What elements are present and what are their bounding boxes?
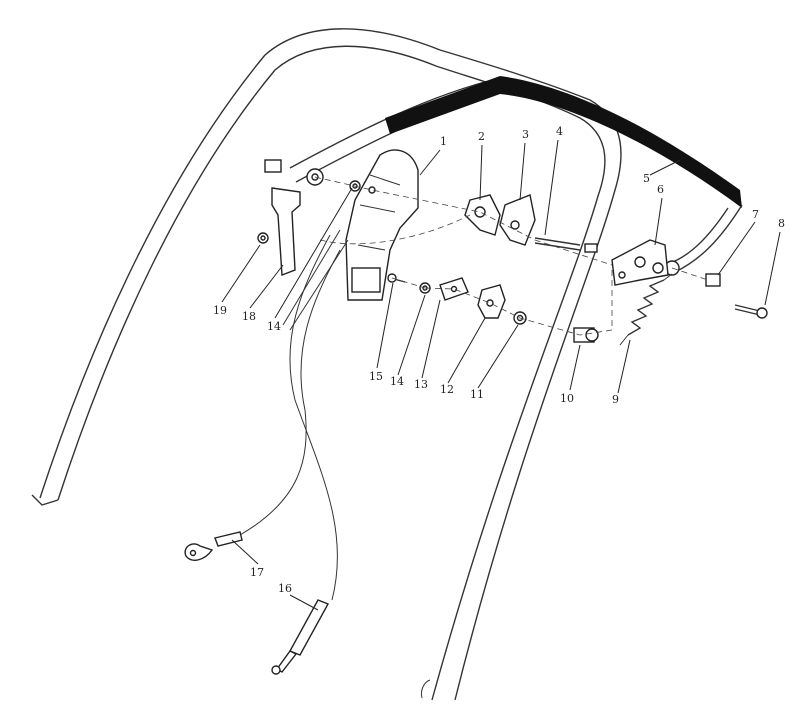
- fasteners-right: [705, 273, 768, 319]
- grip-cover: [385, 76, 742, 208]
- alignment-lines: [314, 176, 709, 336]
- pin: [534, 237, 598, 253]
- callout-3: 3: [522, 128, 529, 141]
- control-bracket: [345, 149, 419, 301]
- callout-13: 13: [414, 378, 428, 391]
- clip-bracket: [257, 159, 301, 276]
- callout-9: 9: [612, 393, 619, 406]
- callout-4: 4: [556, 125, 563, 138]
- callout-17: 17: [250, 566, 264, 579]
- lower-handle-tube: [31, 28, 622, 701]
- callout-12: 12: [440, 383, 454, 396]
- callout-18: 18: [242, 310, 256, 323]
- callout-6: 6: [657, 183, 664, 196]
- callout-14-right: 14: [390, 375, 404, 388]
- callout-7: 7: [752, 208, 759, 221]
- bushing: [573, 327, 599, 343]
- callout-14-left: 14: [267, 320, 281, 333]
- callout-19: 19: [213, 304, 227, 317]
- pivot-plate: [611, 239, 669, 286]
- callout-15: 15: [369, 370, 383, 383]
- callout-2: 2: [478, 130, 485, 143]
- callout-8: 8: [778, 217, 785, 230]
- callout-10: 10: [560, 392, 574, 405]
- control-cables: [184, 229, 349, 675]
- callout-11: 11: [470, 388, 484, 401]
- callout-1: 1: [440, 135, 447, 148]
- callout-5: 5: [643, 172, 650, 185]
- leader-lines: [221, 139, 781, 611]
- latch-plates: [464, 194, 536, 246]
- callout-16: 16: [278, 582, 292, 595]
- callout-numbers: 1 2 3 4 5 6 7 8 9 10 11 12 13 14 14 15 1…: [213, 125, 785, 595]
- spring: [619, 273, 673, 346]
- cam-link-parts: [439, 277, 527, 325]
